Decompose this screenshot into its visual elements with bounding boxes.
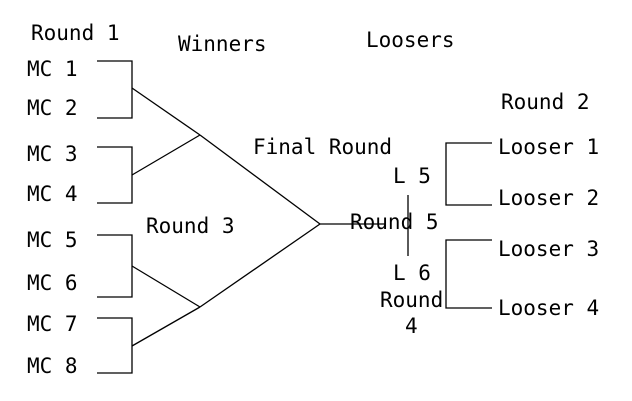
label-l6: L 6: [393, 261, 431, 285]
line-mc34-to-semi-top: [131, 134, 201, 176]
bracket-mc7-mc8: [97, 317, 133, 374]
entrant-mc-4: MC 4: [27, 182, 78, 206]
entrant-looser-2: Looser 2: [498, 186, 600, 210]
entrant-looser-1: Looser 1: [498, 135, 600, 159]
header-round-1: Round 1: [31, 21, 120, 45]
entrant-mc-3: MC 3: [27, 142, 78, 166]
line-semi-top-to-final: [199, 134, 321, 225]
entrant-mc-2: MC 2: [27, 96, 78, 120]
entrant-mc-5: MC 5: [27, 228, 78, 252]
bracket-looser1-looser2: [445, 142, 492, 206]
bracket-mc5-mc6: [97, 234, 133, 298]
bracket-mc3-mc4: [97, 146, 133, 204]
bracket-looser3-looser4: [445, 239, 492, 309]
header-winners: Winners: [178, 32, 267, 56]
entrant-mc-7: MC 7: [27, 312, 78, 336]
line-semi-bottom-to-final: [199, 223, 321, 308]
entrant-looser-4: Looser 4: [498, 296, 600, 320]
label-l5: L 5: [393, 164, 431, 188]
entrant-mc-8: MC 8: [27, 354, 78, 378]
header-round-3: Round 3: [146, 214, 235, 238]
header-loosers: Loosers: [366, 28, 455, 52]
entrant-looser-3: Looser 3: [498, 237, 600, 261]
entrant-mc-6: MC 6: [27, 271, 78, 295]
header-round-5: Round 5: [350, 210, 439, 234]
header-round-2: Round 2: [501, 90, 590, 114]
line-mc56-to-semi-bottom: [131, 265, 201, 308]
header-final-round: Final Round: [253, 135, 393, 159]
line-mc78-to-semi-bottom: [131, 306, 201, 347]
bracket-mc1-mc2: [97, 60, 133, 119]
header-round-4-line2: 4: [405, 314, 418, 338]
entrant-mc-1: MC 1: [27, 57, 78, 81]
line-mc12-to-semi-top: [131, 87, 201, 136]
header-round-4-line1: Round: [380, 288, 444, 312]
